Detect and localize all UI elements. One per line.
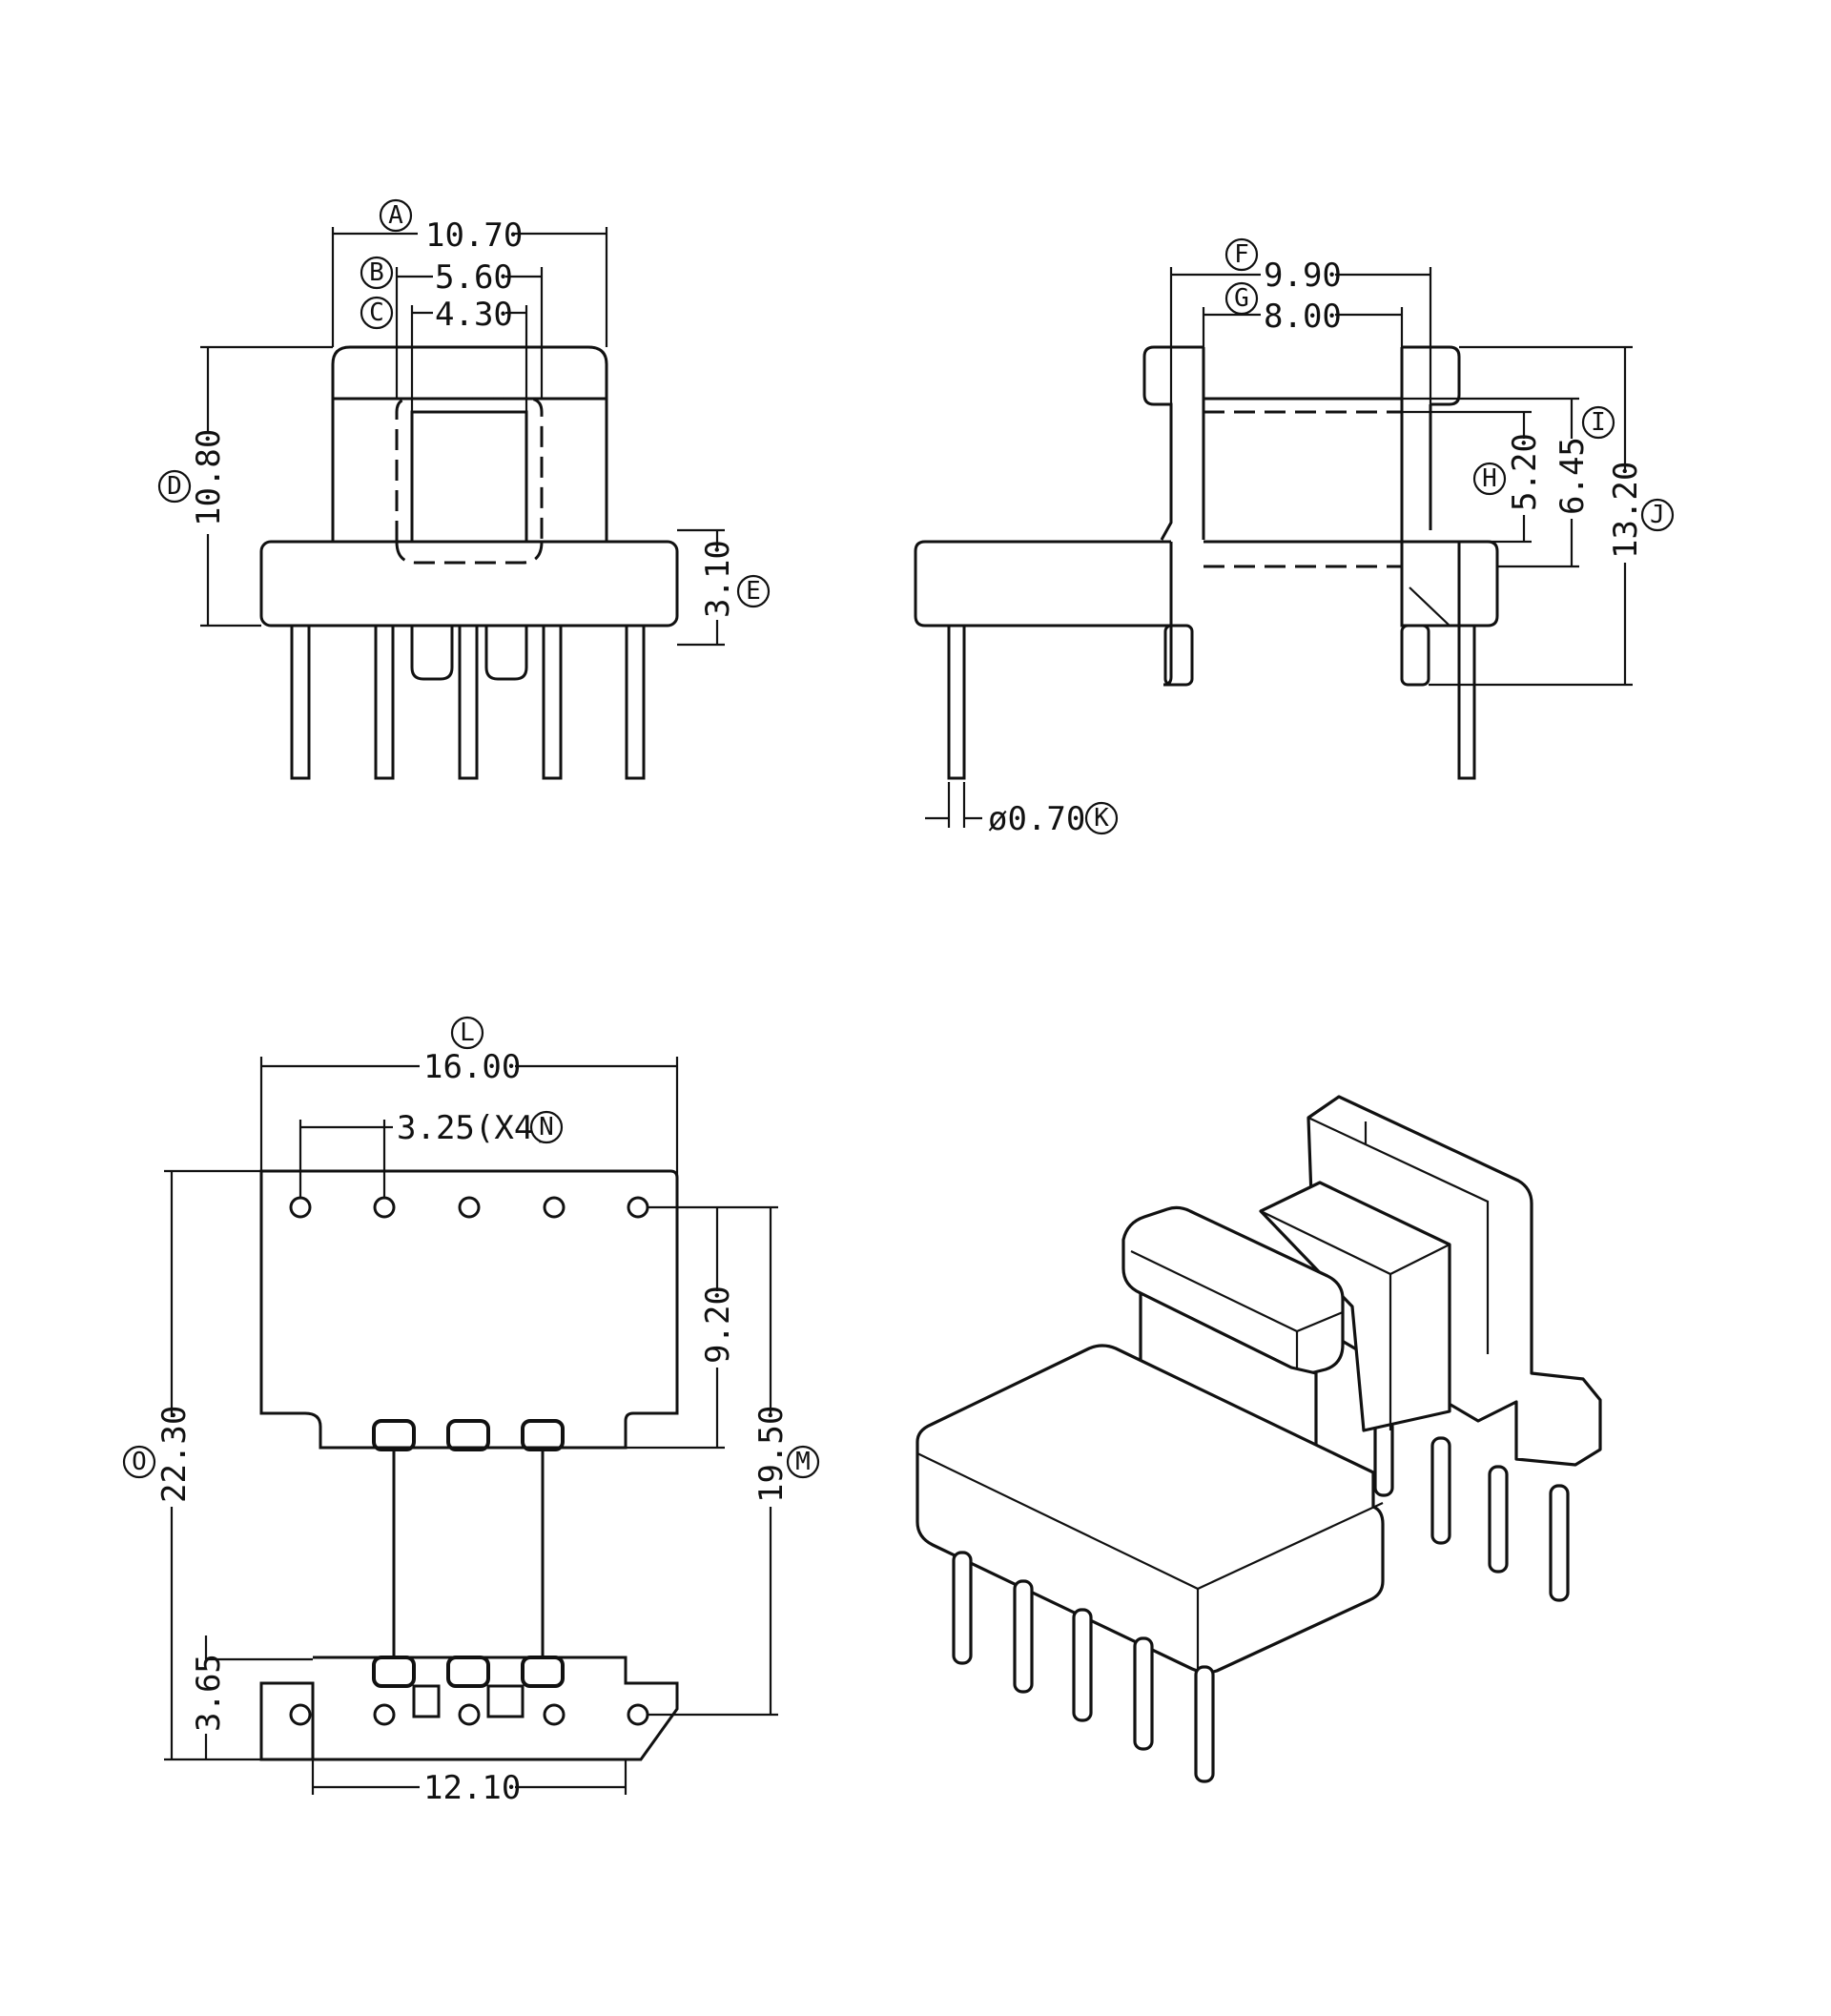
circle-label-C: C [360,296,394,330]
dim-I-value: 6.45 [1553,437,1592,515]
circle-label-N: N [529,1110,564,1144]
dim-A-value: 10.70 [425,216,523,255]
svg-text:A: A [388,201,403,230]
dim-G-value: 8.00 [1264,298,1342,336]
svg-text:I: I [1591,408,1606,437]
dim-F-value: 9.90 [1264,257,1342,295]
svg-text:G: G [1234,284,1249,313]
circle-label-L: L [450,1016,484,1050]
circle-label-O: O [122,1445,156,1479]
svg-text:J: J [1650,501,1665,529]
dim-O-value: 22.30 [155,1406,194,1503]
svg-text:H: H [1482,464,1497,493]
dim-920-value: 9.20 [699,1286,737,1364]
dim-L-value: 16.00 [423,1048,521,1086]
svg-text:L: L [460,1018,475,1047]
circle-label-H: H [1472,462,1507,496]
isometric-view [916,1095,1602,1783]
dim-D-value: 10.80 [190,429,228,526]
dim-365-value: 3.65 [190,1654,228,1732]
circle-label-I: I [1581,405,1615,440]
dim-H-value: 5.20 [1506,433,1544,511]
svg-text:O: O [132,1448,147,1476]
circle-label-M: M [786,1445,820,1479]
bottom-view [164,1057,778,1795]
dim-M-value: 19.50 [752,1406,791,1503]
dim-N-value: 3.25(X4) [397,1109,553,1147]
svg-text:D: D [167,472,182,501]
side-view [914,267,1633,828]
svg-text:B: B [369,258,384,287]
circle-label-A: A [379,198,413,233]
circle-label-G: G [1224,281,1259,316]
circle-label-J: J [1640,498,1675,532]
circle-label-F: F [1224,237,1259,272]
svg-text:M: M [795,1448,811,1476]
dim-E-value: 3.10 [699,540,737,618]
circle-label-K: K [1084,801,1119,835]
circle-label-B: B [360,256,394,290]
circle-label-D: D [157,469,192,504]
dim-1210-value: 12.10 [423,1769,521,1807]
circle-label-E: E [736,574,771,608]
svg-text:E: E [746,577,761,606]
svg-text:K: K [1094,804,1109,833]
front-view [200,227,725,780]
svg-text:N: N [539,1113,554,1142]
dim-B-value: 5.60 [435,258,513,297]
svg-text:C: C [369,298,384,327]
dim-C-value: 4.30 [435,296,513,334]
svg-text:F: F [1234,240,1249,269]
dim-K-value: ø0.70 [988,800,1085,838]
dim-J-value: 13.20 [1607,462,1645,559]
